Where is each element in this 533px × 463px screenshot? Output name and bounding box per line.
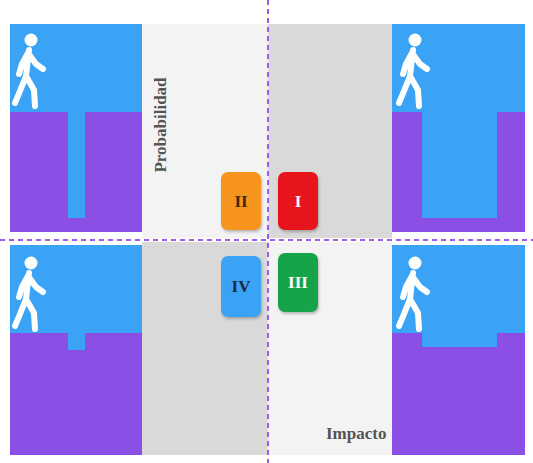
quadrant-background [142,24,268,238]
scenario-panel [392,245,525,455]
risk-quadrant-box: III [278,253,318,312]
quadrant-background [142,242,268,455]
risk-quadrant-box: IV [221,256,261,317]
axis-divider [267,0,269,463]
quadrant-background [268,24,392,238]
quadrant-number: III [288,274,308,291]
risk-quadrant-box: II [221,172,261,230]
axis-label: Impacto [326,424,386,444]
axis-divider [0,239,533,241]
axis-label-vertical: Probabilidad [150,77,170,172]
scenario-panel [10,245,142,455]
scenario-panel [392,24,525,232]
scenario-panel [10,24,142,232]
quadrant-number: I [295,193,302,210]
risk-quadrant-box: I [278,172,318,230]
quadrant-number: II [234,193,247,210]
quadrant-background [268,242,392,455]
quadrant-number: IV [232,278,251,295]
